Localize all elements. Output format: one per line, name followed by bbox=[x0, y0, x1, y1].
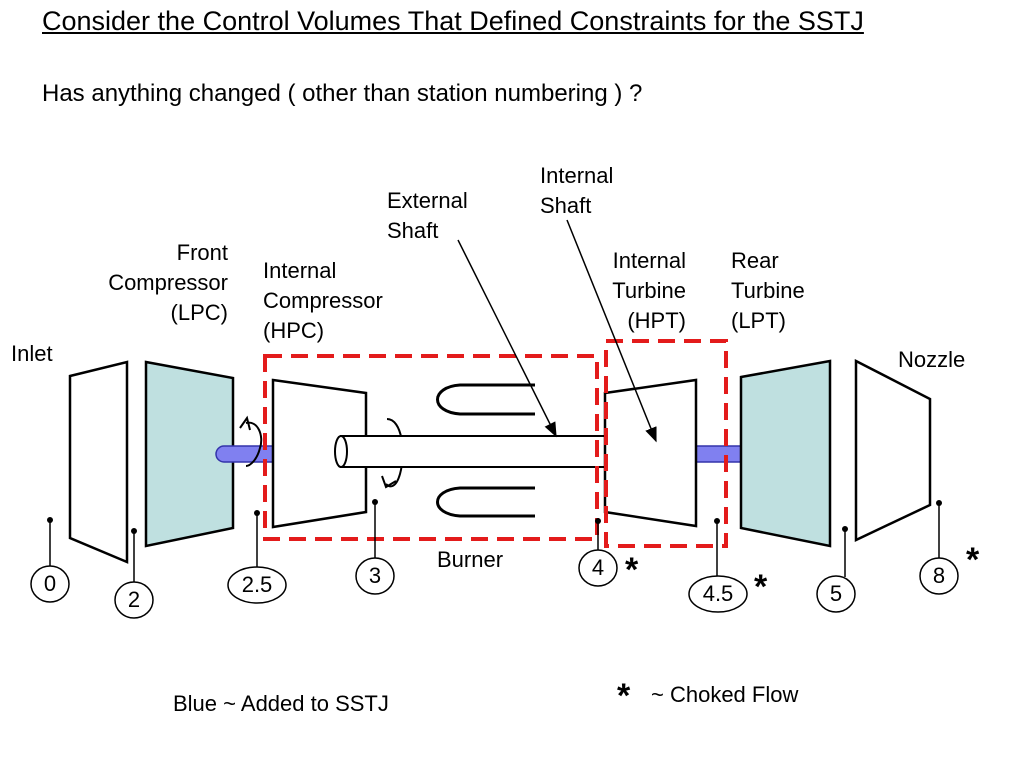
station-5-label: 5 bbox=[829, 581, 843, 606]
burner-label: Burner bbox=[437, 547, 504, 572]
front-compressor-label-line1: Front bbox=[176, 240, 228, 265]
external-shaft-leader bbox=[457, 239, 557, 438]
inlet-shape bbox=[68, 360, 129, 564]
inlet-label: Inlet bbox=[11, 341, 53, 366]
rear-turbine-label-line2: Turbine bbox=[731, 278, 805, 303]
internal-compressor-shape bbox=[271, 378, 368, 529]
rear-turbine-label-line1: Rear bbox=[731, 248, 779, 273]
external-shaft-label-line2: Shaft bbox=[387, 218, 439, 243]
internal-shaft-leader bbox=[566, 219, 657, 443]
slide-subtitle: Has anything changed ( other than statio… bbox=[42, 80, 643, 107]
burner-flameholder-bottom bbox=[436, 486, 535, 518]
internal-turbine-shape bbox=[603, 378, 698, 528]
station-8-choked-star: * bbox=[966, 541, 980, 579]
station-5-circle bbox=[816, 575, 856, 613]
front-compressor-label: Front Compressor (LPC) bbox=[78, 238, 228, 328]
station-4-5-label: 4.5 bbox=[702, 581, 734, 606]
internal-compressor-label-line1: Internal bbox=[263, 258, 337, 283]
lpc-rotation-arrow bbox=[245, 421, 263, 467]
station-8-circle bbox=[919, 557, 959, 595]
station-4-5-circle bbox=[688, 575, 748, 613]
station-8-label: 8 bbox=[932, 563, 946, 588]
lpc-rotation-arrowhead bbox=[239, 415, 251, 431]
control-volume-compressor-burner bbox=[263, 354, 599, 541]
external-shaft bbox=[340, 435, 648, 468]
station-4-circle bbox=[578, 549, 618, 587]
station-4-label: 4 bbox=[591, 555, 605, 580]
station-0-circle bbox=[30, 565, 70, 603]
hpc-rotation-arrow bbox=[385, 418, 404, 488]
internal-turbine-label-line2: Turbine bbox=[612, 278, 686, 303]
internal-compressor-label-line2: Compressor bbox=[263, 288, 383, 313]
station-2-5-label: 2.5 bbox=[241, 572, 273, 597]
internal-turbine-label: Internal Turbine (HPT) bbox=[586, 246, 686, 336]
internal-shaft-label: Internal Shaft bbox=[540, 161, 613, 221]
slide-title: Consider the Control Volumes That Define… bbox=[42, 6, 864, 36]
rear-turbine-label: Rear Turbine (LPT) bbox=[731, 246, 805, 336]
nozzle-label: Nozzle bbox=[898, 347, 966, 372]
rear-turbine-shape bbox=[739, 359, 832, 548]
station-4-choked-star: * bbox=[625, 551, 639, 589]
station-3-circle bbox=[355, 557, 395, 595]
station-3-label: 3 bbox=[368, 563, 382, 588]
internal-compressor-label: Internal Compressor (HPC) bbox=[263, 256, 383, 346]
internal-turbine-label-line1: Internal bbox=[612, 248, 686, 273]
front-compressor-shape bbox=[144, 360, 235, 548]
burner-flameholder-top bbox=[436, 383, 535, 416]
legend-choked-note: ~ Choked Flow bbox=[651, 682, 799, 707]
station-4-5-choked-star: * bbox=[754, 568, 768, 606]
internal-shaft-label-line2: Shaft bbox=[540, 193, 592, 218]
hpc-rotation-arrowhead bbox=[381, 475, 397, 489]
internal-compressor-label-line3: (HPC) bbox=[263, 318, 325, 343]
internal-turbine-label-line3: (HPT) bbox=[627, 308, 686, 333]
rear-turbine-label-line3: (LPT) bbox=[731, 308, 786, 333]
station-0-label: 0 bbox=[43, 571, 57, 596]
legend-choked-star: * bbox=[617, 677, 631, 715]
internal-shaft-label-line1: Internal bbox=[540, 163, 614, 188]
station-2-label: 2 bbox=[127, 587, 141, 612]
station-2-5-circle bbox=[227, 566, 287, 604]
front-compressor-label-line2: Compressor bbox=[108, 270, 228, 295]
external-shaft-label: External Shaft bbox=[387, 186, 468, 246]
nozzle-shape bbox=[854, 358, 932, 542]
legend-blue-note: Blue ~ Added to SSTJ bbox=[173, 691, 389, 716]
station-2-circle bbox=[114, 581, 154, 619]
external-shaft-label-line1: External bbox=[387, 188, 468, 213]
external-shaft-left-end bbox=[334, 435, 348, 468]
control-volume-turbine bbox=[604, 339, 728, 548]
front-compressor-label-line3: (LPC) bbox=[170, 300, 228, 325]
